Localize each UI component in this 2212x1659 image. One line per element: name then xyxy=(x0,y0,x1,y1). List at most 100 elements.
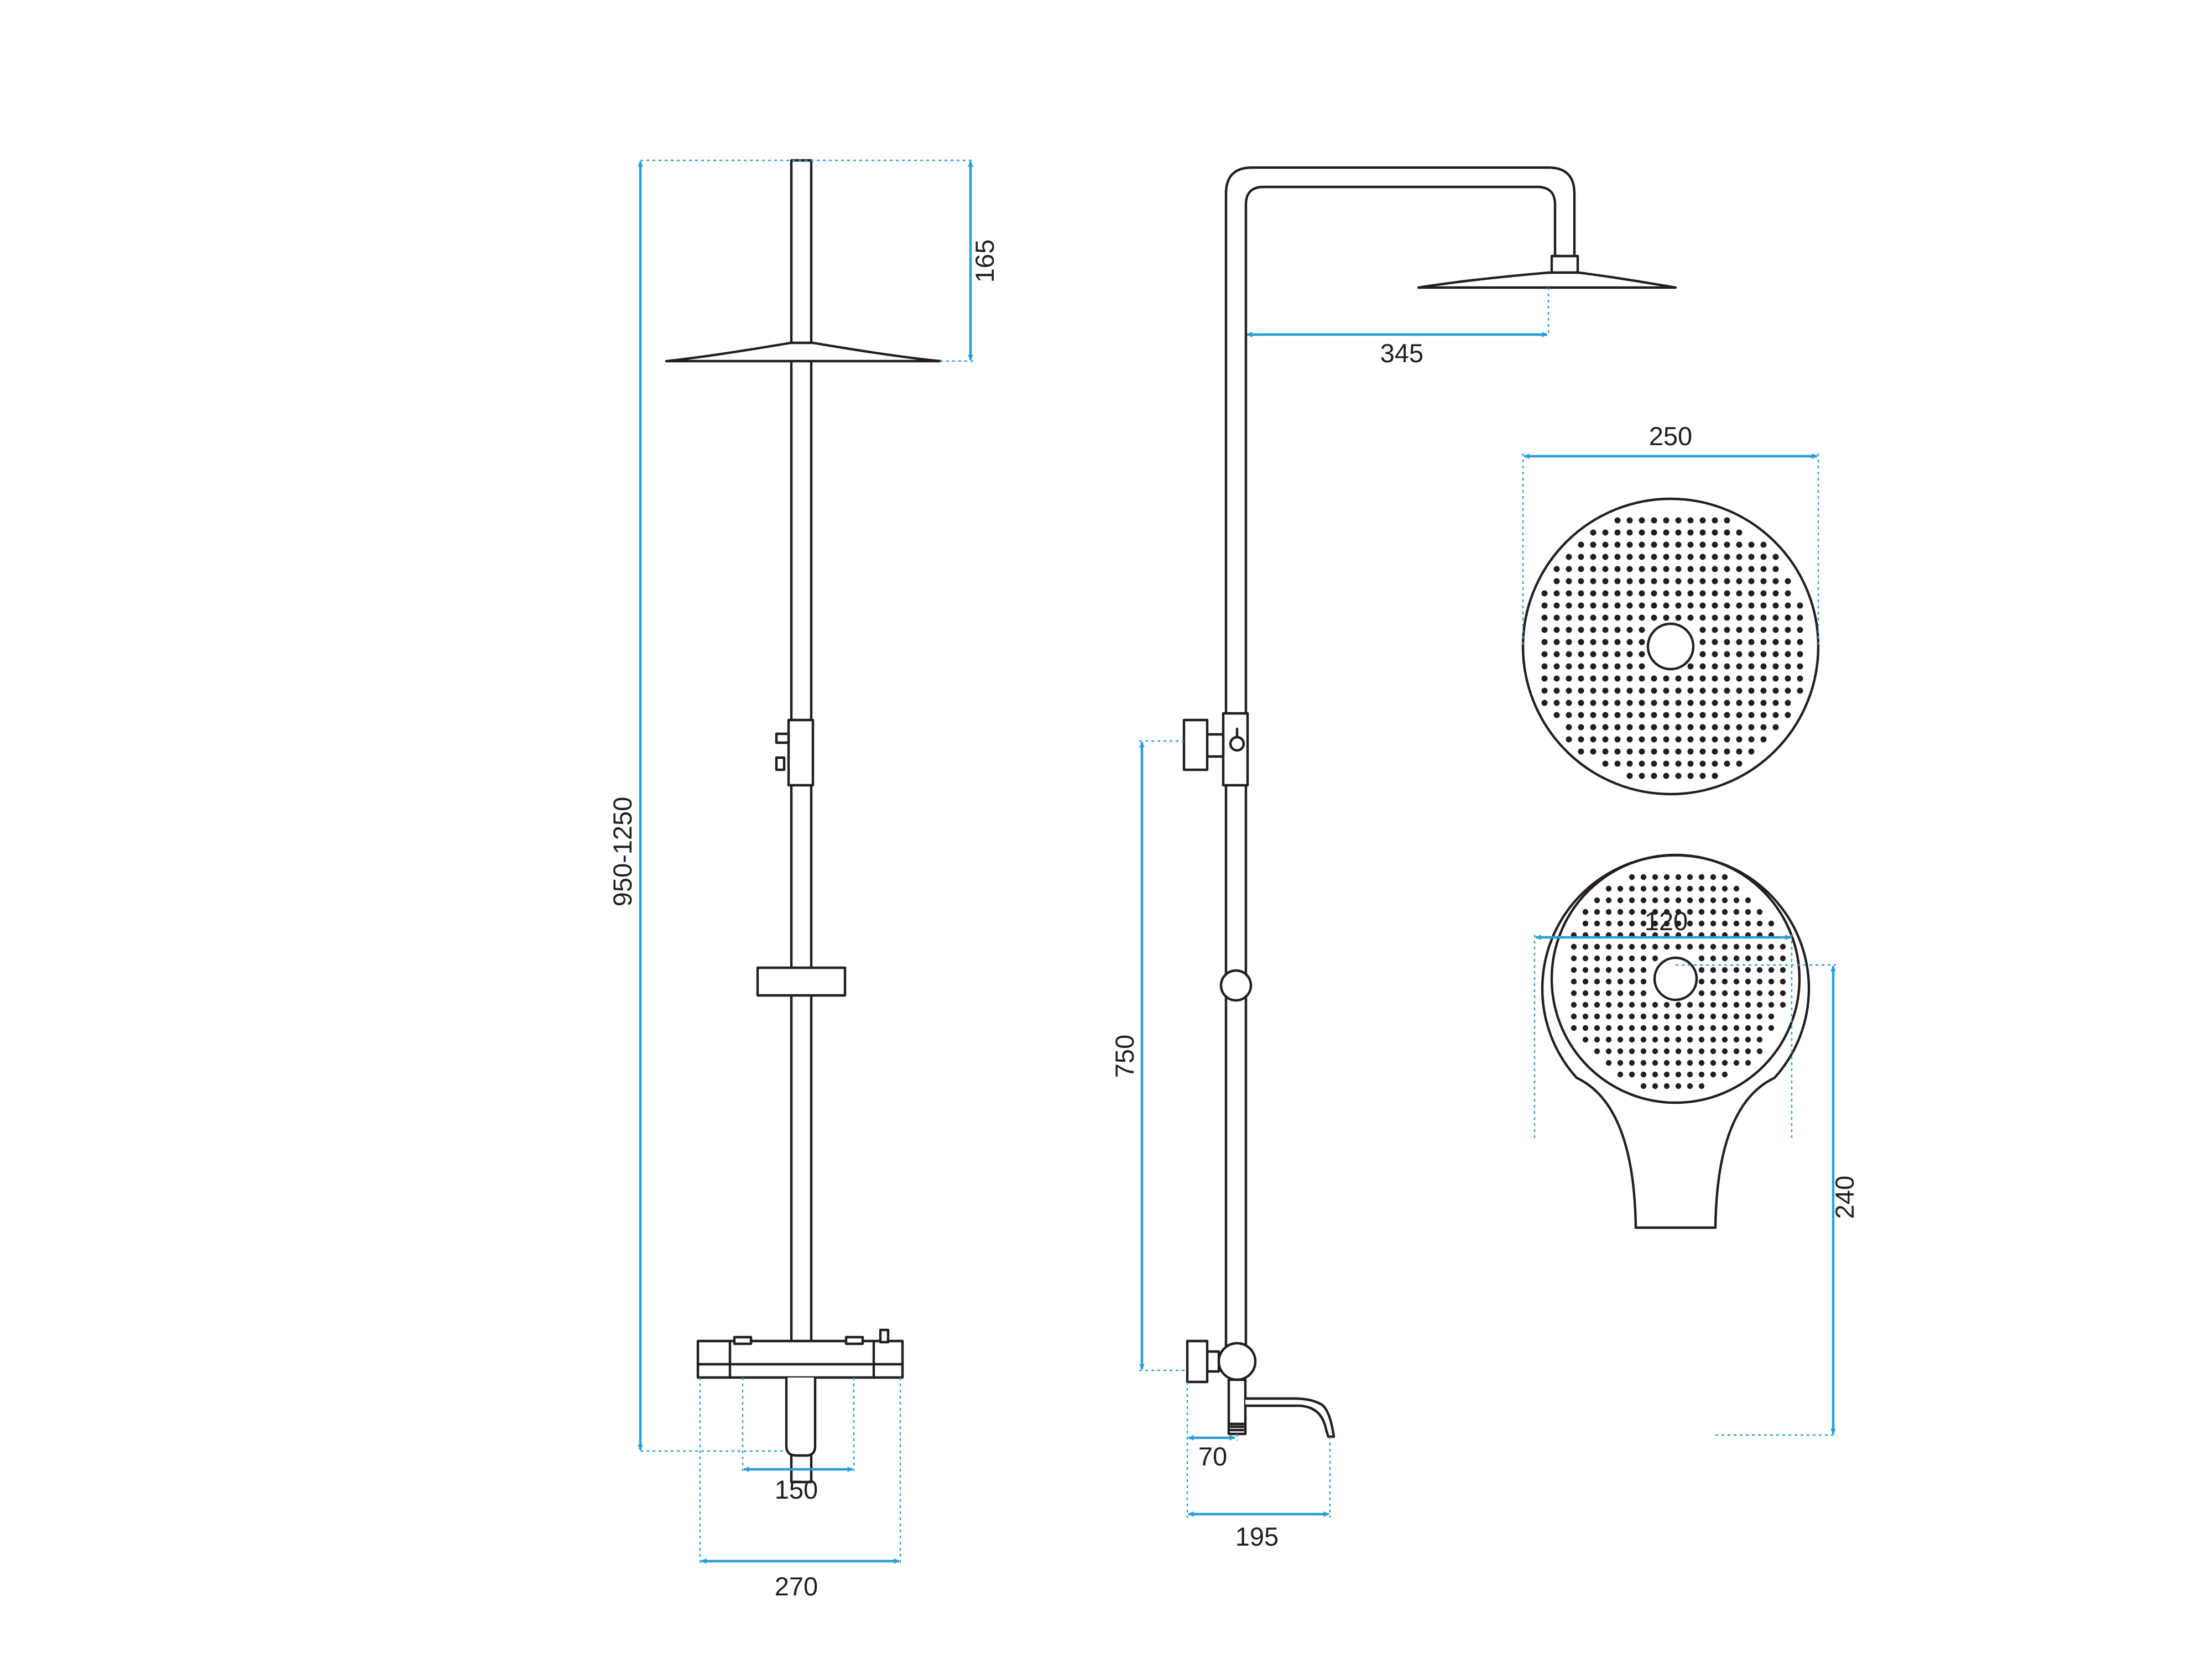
nozzle-dot xyxy=(1663,1071,1670,1078)
nozzle-dot xyxy=(1748,554,1755,560)
nozzle-dot xyxy=(1640,967,1647,973)
nozzle-dot xyxy=(1578,700,1584,706)
nozzle-dot xyxy=(1582,1025,1589,1031)
dim-spout-depth: 195 xyxy=(1235,1522,1279,1551)
nozzle-dot xyxy=(1710,897,1717,904)
nozzle-dot xyxy=(1617,920,1624,927)
nozzle-dot xyxy=(1566,675,1572,682)
nozzle-dot xyxy=(1698,885,1705,892)
nozzle-dot xyxy=(1594,1001,1600,1008)
nozzle-dot xyxy=(1614,578,1621,585)
nozzle-dot xyxy=(1797,602,1803,609)
nozzle-dot xyxy=(1724,602,1730,609)
nozzle-dot xyxy=(1663,1060,1670,1066)
nozzle-dot xyxy=(1712,541,1718,548)
nozzle-dot xyxy=(1651,517,1657,524)
nozzle-dot xyxy=(1760,578,1767,585)
nozzle-dot xyxy=(1721,920,1728,927)
dim-hand-length: 240 xyxy=(1830,1176,1859,1219)
nozzle-dot xyxy=(1614,724,1621,731)
nozzle-dot xyxy=(1626,736,1633,743)
nozzle-dot xyxy=(1640,955,1647,962)
nozzle-dot xyxy=(1736,554,1743,560)
nozzle-dot xyxy=(1663,885,1670,892)
nozzle-dot xyxy=(1712,663,1718,670)
nozzle-dot xyxy=(1629,874,1635,880)
nozzle-dot xyxy=(1571,967,1577,973)
nozzle-dot xyxy=(1652,897,1658,904)
nozzle-dot xyxy=(1553,687,1560,694)
nozzle-dot xyxy=(1736,529,1743,536)
nozzle-dot xyxy=(1780,967,1786,973)
nozzle-dot xyxy=(1785,687,1791,694)
nozzle-dot xyxy=(1651,566,1657,572)
nozzle-dot xyxy=(1687,773,1694,779)
nozzle-dot xyxy=(1651,602,1657,609)
nozzle-dot xyxy=(1640,978,1647,985)
nozzle-dot xyxy=(1605,909,1612,915)
nozzle-dot xyxy=(1614,736,1621,743)
nozzle-dot xyxy=(1541,602,1548,609)
nozzle-dot xyxy=(1699,760,1706,767)
nozzle-dot xyxy=(1710,874,1717,880)
nozzle-dot xyxy=(1651,578,1657,585)
nozzle-dot xyxy=(1617,978,1624,985)
nozzle-dot xyxy=(1768,943,1775,950)
nozzle-dot xyxy=(1724,675,1730,682)
nozzle-dot xyxy=(1748,590,1755,597)
nozzle-dot xyxy=(1571,955,1577,962)
nozzle-dot xyxy=(1745,967,1751,973)
nozzle-dot xyxy=(1698,909,1705,915)
front-slider-knob-lower xyxy=(775,756,786,771)
nozzle-dot xyxy=(1614,554,1621,560)
nozzle-dot xyxy=(1687,602,1694,609)
nozzle-dot xyxy=(1594,978,1600,985)
nozzle-dot xyxy=(1605,920,1612,927)
nozzle-dot xyxy=(1699,627,1706,633)
nozzle-dot xyxy=(1590,712,1597,718)
nozzle-dot xyxy=(1652,1060,1658,1066)
nozzle-dot xyxy=(1566,566,1572,572)
nozzle-dot xyxy=(1663,712,1670,718)
nozzle-dot xyxy=(1733,1036,1740,1043)
nozzle-dot xyxy=(1566,700,1572,706)
nozzle-dot xyxy=(1756,967,1763,973)
nozzle-dot xyxy=(1724,651,1730,658)
nozzle-dot xyxy=(1663,675,1670,682)
nozzle-dot xyxy=(1698,955,1705,962)
nozzle-dot xyxy=(1712,773,1718,779)
nozzle-dot xyxy=(1710,967,1717,973)
nozzle-dot xyxy=(1698,1083,1705,1089)
nozzle-dot xyxy=(1578,724,1584,731)
nozzle-dot xyxy=(1745,1036,1751,1043)
nozzle-dot xyxy=(1566,724,1572,731)
nozzle-dot xyxy=(1640,874,1647,880)
nozzle-dot xyxy=(1651,541,1657,548)
nozzle-dot xyxy=(1772,566,1779,572)
nozzle-dot xyxy=(1629,1048,1635,1055)
nozzle-dot xyxy=(1602,566,1609,572)
nozzle-dot xyxy=(1605,967,1612,973)
nozzle-dot xyxy=(1760,736,1767,743)
nozzle-dot xyxy=(1651,700,1657,706)
nozzle-dot xyxy=(1602,663,1609,670)
nozzle-dot xyxy=(1602,687,1609,694)
nozzle-dot xyxy=(1745,909,1751,915)
nozzle-dot xyxy=(1768,1013,1775,1020)
nozzle-dot xyxy=(1652,1071,1658,1078)
nozzle-dot xyxy=(1687,1060,1693,1066)
nozzle-dot xyxy=(1614,748,1621,755)
nozzle-dot xyxy=(1663,760,1670,767)
nozzle-dot xyxy=(1724,566,1730,572)
nozzle-dot xyxy=(1699,663,1706,670)
nozzle-dot xyxy=(1710,978,1717,985)
nozzle-dot xyxy=(1639,614,1645,621)
nozzle-dot xyxy=(1797,614,1803,621)
side-diverter-handle xyxy=(1182,718,1209,771)
nozzle-dot xyxy=(1651,590,1657,597)
dim-arm-reach: 345 xyxy=(1380,338,1423,368)
nozzle-dot xyxy=(1582,943,1589,950)
nozzle-dot xyxy=(1626,578,1633,585)
nozzle-dot xyxy=(1710,1025,1717,1031)
